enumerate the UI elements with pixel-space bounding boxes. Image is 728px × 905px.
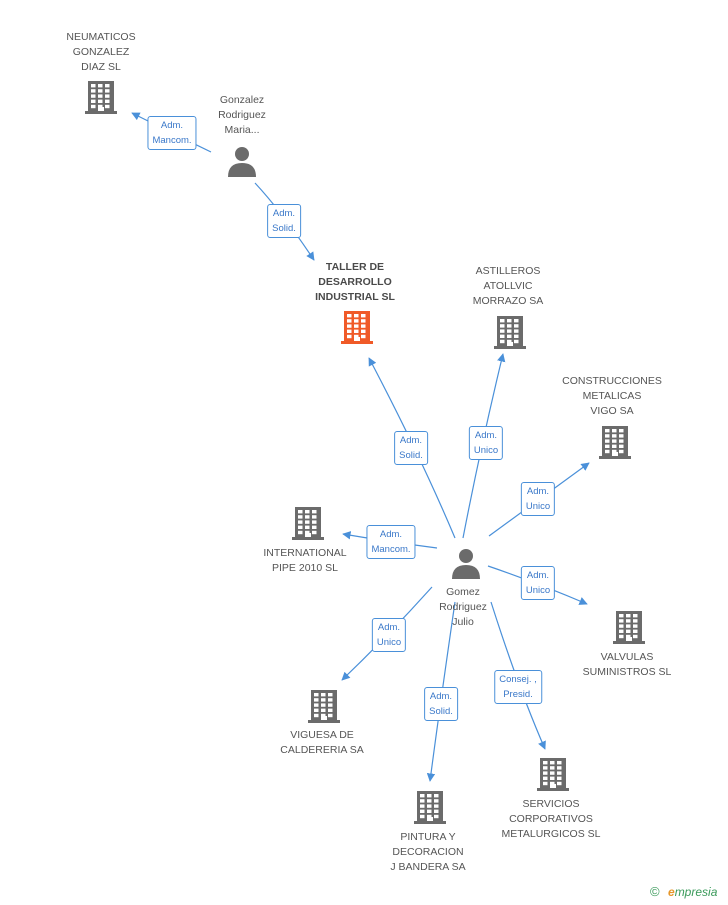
person-icon[interactable] — [447, 545, 485, 583]
edge-label-gomez-taller: Adm. Solid. — [394, 431, 428, 465]
building-icon[interactable] — [411, 788, 449, 826]
building-icon[interactable] — [289, 504, 327, 542]
node-label-gonzalez[interactable]: Gonzalez Rodriguez Maria... — [218, 94, 266, 136]
edge-label-gomez-servicios: Consej. , Presid. — [494, 670, 542, 704]
node-label-taller[interactable]: TALLER DE DESARROLLO INDUSTRIAL SL — [315, 261, 395, 303]
edge-label-gomez-viguesa: Adm. Unico — [371, 618, 407, 652]
empresia-logo[interactable]: empresia — [668, 885, 717, 899]
node-label-gomez[interactable]: Gomez Rodriguez Julio — [439, 586, 487, 628]
building-icon[interactable] — [596, 423, 634, 461]
edge-label-gonzalez-taller: Adm. Solid. — [267, 204, 301, 238]
node-label-servicios[interactable]: SERVICIOS CORPORATIVOS METALURGICOS SL — [501, 798, 601, 840]
edge-label-gomez-international: Adm. Mancom. — [366, 525, 416, 559]
edge-label-gomez-valvulas: Adm. Unico — [520, 566, 556, 600]
node-label-astilleros[interactable]: ASTILLEROS ATOLLVIC MORRAZO SA — [472, 265, 544, 307]
node-label-international[interactable]: INTERNATIONAL PIPE 2010 SL — [263, 547, 347, 574]
building-icon[interactable] — [338, 308, 376, 346]
node-label-neumaticos[interactable]: NEUMATICOS GONZALEZ DIAZ SL — [66, 31, 136, 73]
node-label-valvulas[interactable]: VALVULAS SUMINISTROS SL — [582, 651, 672, 678]
copyright-icon: © — [650, 884, 660, 899]
edge-label-gonzalez-neumaticos: Adm. Mancom. — [147, 116, 197, 150]
logo-initial: e — [668, 885, 675, 899]
edge-label-gomez-pintura: Adm. Solid. — [424, 687, 458, 721]
edge-label-gomez-astilleros: Adm. Unico — [468, 426, 504, 460]
node-label-pintura[interactable]: PINTURA Y DECORACION J BANDERA SA — [390, 831, 466, 873]
building-icon[interactable] — [305, 687, 343, 725]
building-icon[interactable] — [610, 608, 648, 646]
building-icon[interactable] — [491, 313, 529, 351]
building-icon[interactable] — [534, 755, 572, 793]
node-label-viguesa[interactable]: VIGUESA DE CALDERERIA SA — [280, 729, 364, 756]
building-icon[interactable] — [82, 78, 120, 116]
person-icon[interactable] — [223, 143, 261, 181]
edge-label-gomez-construcciones: Adm. Unico — [520, 482, 556, 516]
node-label-construcciones[interactable]: CONSTRUCCIONES METALICAS VIGO SA — [562, 375, 662, 417]
logo-text: mpresia — [674, 885, 718, 899]
